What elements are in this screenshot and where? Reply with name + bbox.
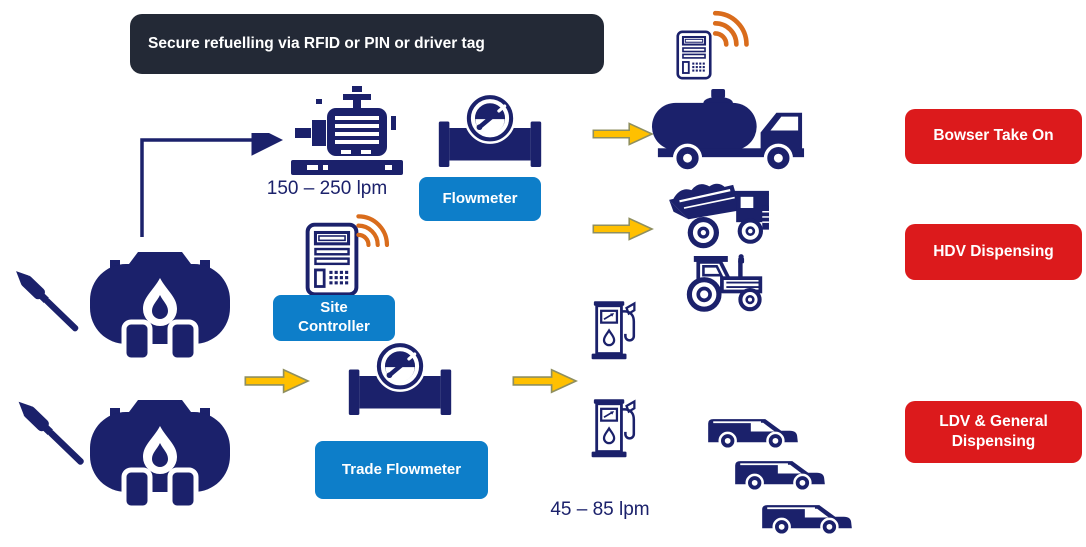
output-label-ldv-general-dispensing: LDV & General Dispensing [905, 401, 1082, 463]
site-controller-label: Site Controller [273, 295, 395, 341]
header-banner: Secure refuelling via RFID or PIN or dri… [130, 14, 604, 74]
rfid-signal-icon [706, 4, 752, 50]
trade-flowmeter-label: Trade Flowmeter [315, 441, 488, 499]
dispense-rate-label: 45 – 85 lpm [550, 499, 650, 520]
output-label-bowser-take-on: Bowser Take On [905, 109, 1082, 164]
jeep-icon [706, 409, 800, 451]
dump-truck-icon [666, 170, 778, 252]
flow-arrow-icon [592, 216, 654, 242]
dipstick-icon [8, 388, 94, 478]
header-title: Secure refuelling via RFID or PIN or dri… [148, 35, 485, 52]
flow-arrow-icon [512, 367, 578, 395]
fuel-tank-icon [86, 248, 234, 362]
jeep-icon [733, 451, 827, 493]
flowmeter-label: Flowmeter [419, 177, 541, 221]
dipstick-icon [6, 258, 88, 344]
tractor-icon [682, 250, 767, 313]
fuel-tank-icon [86, 396, 234, 510]
output-label-hdv-dispensing: HDV Dispensing [905, 224, 1082, 280]
flowmeter-icon [437, 89, 543, 180]
fuel-dispenser-icon [582, 299, 644, 362]
transfer-pump-icon [283, 84, 411, 180]
fuel-dispenser-icon [582, 397, 644, 460]
connector-arrow [140, 133, 283, 237]
jeep-icon [760, 495, 854, 537]
tanker-truck-icon [650, 87, 808, 174]
trade-flowmeter-icon [347, 337, 453, 428]
rfid-signal-icon [350, 208, 392, 250]
transfer-pump-rate-label: 150 – 250 lpm [266, 178, 388, 199]
flow-arrow-icon [592, 121, 654, 147]
flow-arrow-icon [244, 367, 310, 395]
